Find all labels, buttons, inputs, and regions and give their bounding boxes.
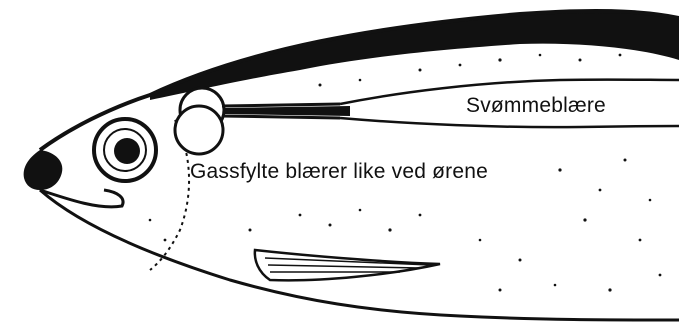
- swim-bladder-duct-fill: [224, 106, 350, 116]
- snout: [24, 150, 63, 190]
- gas-bladder-lower: [175, 106, 223, 154]
- swim-bladder-label: Svømmeblære: [466, 94, 606, 118]
- eye-pupil: [114, 138, 140, 164]
- gas-bladders-label: Gassfylte blærer like ved ørene: [190, 160, 488, 184]
